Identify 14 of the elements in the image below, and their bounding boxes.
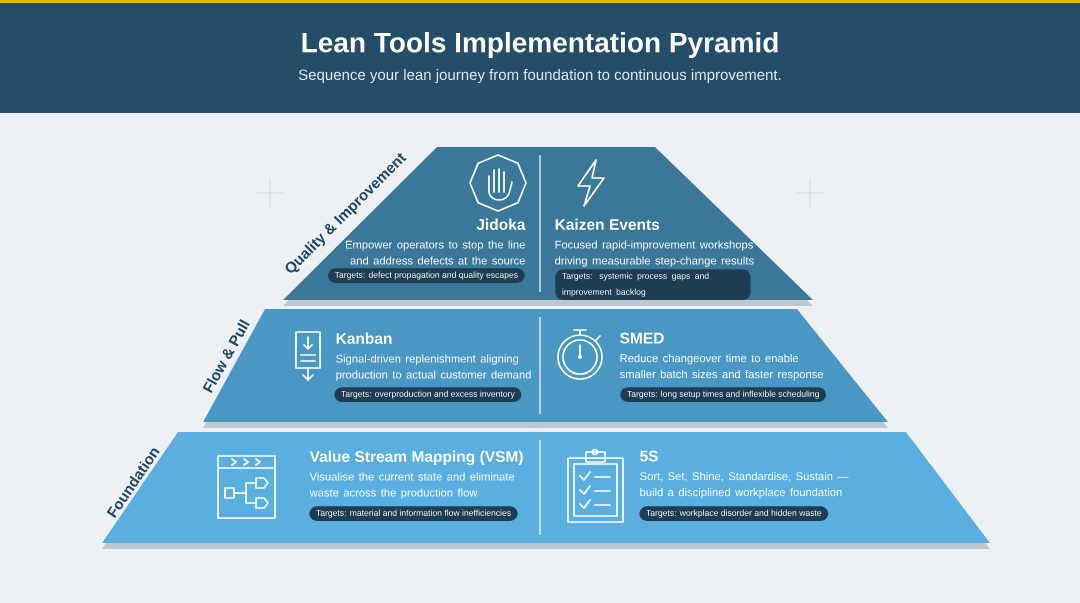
tool-description: 5S Sort, Set, Shine, Standardise, Sustain — build a disciplined workplace foundation bbox=[640, 450, 849, 499]
title: Lean Tools Implementation Pyramid bbox=[302, 31, 778, 59]
target-pill: Targets: workplace disorder and hidden waste bbox=[639, 506, 829, 521]
subtitle: Sequence your lean journey from foundation to continuous improvement. bbox=[298, 69, 781, 83]
target-pill: Targets: systemic process gaps and improvement backlog bbox=[555, 269, 751, 300]
target-pill: Targets: overproduction and excess inventory bbox=[334, 387, 522, 402]
target-pill: Targets: material and information flow inefficiencies bbox=[309, 506, 518, 521]
tool-description: Kanban Signal-driven replenishment aligning production to actual customer demand bbox=[336, 332, 531, 381]
tool-description: Kaizen Events Focused rapid-improvement workshops driving measurable step-change results bbox=[555, 218, 754, 267]
tool-description: Value Stream Mapping (VSM) Visualise the current state and eliminate waste across the production flow bbox=[309, 450, 523, 499]
tool-description: Jidoka Empower operators to stop the line and address defects at the source bbox=[345, 218, 526, 265]
target-pill: Targets: defect propagation and quality escapes bbox=[328, 268, 525, 283]
target-pill: Targets: long setup times and inflexible scheduling bbox=[620, 387, 827, 402]
tool-description: SMED Reduce changeover time to enable smaller batch sizes and faster response bbox=[619, 332, 824, 381]
